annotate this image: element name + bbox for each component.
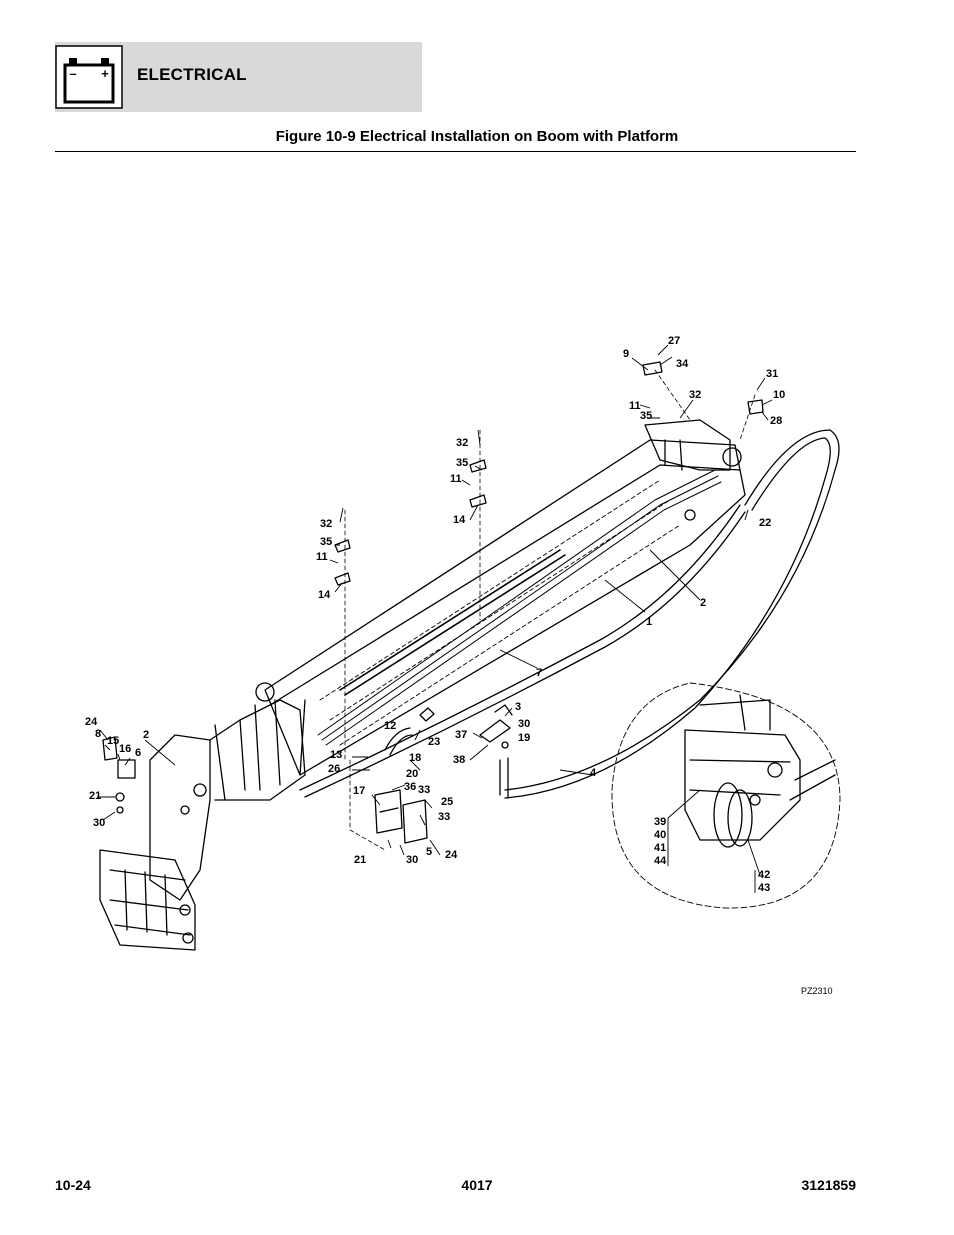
- footer-page-number: 10-24: [55, 1177, 91, 1193]
- callout-label: 20: [406, 768, 418, 780]
- callout-label: 31: [766, 368, 778, 380]
- callout-label: 16: [119, 743, 131, 755]
- callout-label: 25: [441, 796, 453, 808]
- header-divider: [55, 151, 856, 152]
- callout-brackets: [667, 818, 756, 893]
- callout-label: 37: [455, 729, 467, 741]
- callout-label: 9: [623, 348, 629, 360]
- callout-label: 43: [758, 882, 770, 894]
- callout-label: 28: [770, 415, 782, 427]
- callout-label: 13: [330, 749, 342, 761]
- callout-label: 6: [135, 747, 141, 759]
- callout-label: 36: [404, 781, 416, 793]
- section-title: ELECTRICAL: [137, 65, 247, 84]
- callout-label: 2: [143, 729, 149, 741]
- callout-label: 10: [773, 389, 785, 401]
- callout-label: 7: [536, 667, 542, 679]
- footer-manual-number: 3121859: [801, 1177, 856, 1193]
- figure-code: PZ2310: [801, 986, 833, 996]
- callout-label: 30: [93, 817, 105, 829]
- figure-title: Figure 10-9 Electrical Installation on B…: [275, 128, 679, 145]
- callout-label: 33: [438, 811, 450, 823]
- callout-label: 5: [426, 846, 432, 858]
- callout-label: 44: [654, 855, 667, 867]
- callout-label: 12: [384, 720, 396, 732]
- callout-label: 18: [409, 752, 421, 764]
- callout-label: 14: [318, 589, 331, 601]
- callout-label: 32: [689, 389, 701, 401]
- callout-label: 11: [450, 473, 462, 485]
- callout-label: 35: [320, 536, 332, 548]
- callout-label: 15: [107, 735, 119, 747]
- footer-model: 4017: [461, 1177, 493, 1193]
- boom-line-art: [99, 361, 841, 951]
- callout-label: 21: [354, 854, 366, 866]
- callout-label: 19: [518, 732, 530, 744]
- callout-label: 32: [320, 518, 332, 530]
- battery-plus-sign: +: [101, 66, 109, 81]
- callout-label: 30: [518, 718, 530, 730]
- callout-label: 26: [328, 763, 340, 775]
- callout-label: 35: [456, 457, 468, 469]
- callout-label: 30: [406, 854, 418, 866]
- callout-label: 8: [95, 728, 101, 740]
- battery-minus-sign: –: [69, 66, 76, 81]
- callout-label: 2: [700, 597, 706, 609]
- callout-label: 35: [640, 410, 652, 422]
- callout-label: 34: [676, 358, 689, 370]
- battery-icon: – +: [55, 45, 123, 109]
- callout-label: 1: [646, 616, 652, 628]
- callout-label: 21: [89, 790, 101, 802]
- callout-label: 14: [453, 514, 466, 526]
- callout-label: 38: [453, 754, 465, 766]
- callout-leader-lines: [97, 344, 773, 876]
- callout-label: 32: [456, 437, 468, 449]
- callout-label: 33: [418, 784, 430, 796]
- callout-label: 42: [758, 869, 770, 881]
- callout-label: 3: [515, 701, 521, 713]
- callout-label: 39: [654, 816, 666, 828]
- callout-label: 24: [85, 716, 98, 728]
- callout-label: 4: [590, 767, 597, 779]
- callout-label: 27: [668, 335, 680, 347]
- callout-label: 40: [654, 829, 666, 841]
- callout-label: 11: [629, 400, 641, 412]
- callout-label: 17: [353, 785, 365, 797]
- callout-label: 23: [428, 736, 440, 748]
- callout-label: 24: [445, 849, 458, 861]
- callout-label: 11: [316, 551, 328, 563]
- callout-label: 41: [654, 842, 666, 854]
- callout-labels: 27 9 34 31 10 32 11 35 28 32 35 11 22 14…: [85, 335, 785, 894]
- callout-label: 22: [759, 517, 771, 529]
